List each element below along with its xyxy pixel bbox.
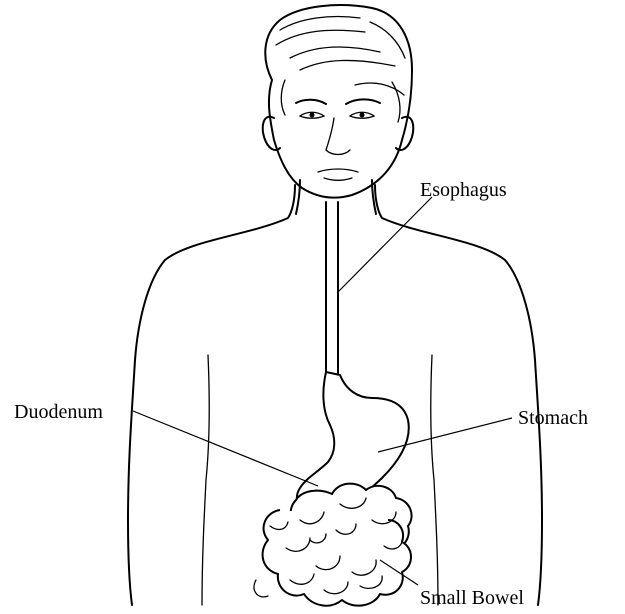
esophagus-leader <box>338 197 432 292</box>
head <box>263 5 414 214</box>
esophagus-label: Esophagus <box>420 179 507 201</box>
small-bowel-organ <box>254 484 412 606</box>
small-bowel-label: Small Bowel <box>420 587 524 609</box>
stomach-label: Stomach <box>518 407 588 429</box>
duodenum-leader <box>133 411 318 486</box>
duodenum-label: Duodenum <box>14 401 103 423</box>
esophagus-organ <box>326 202 338 375</box>
